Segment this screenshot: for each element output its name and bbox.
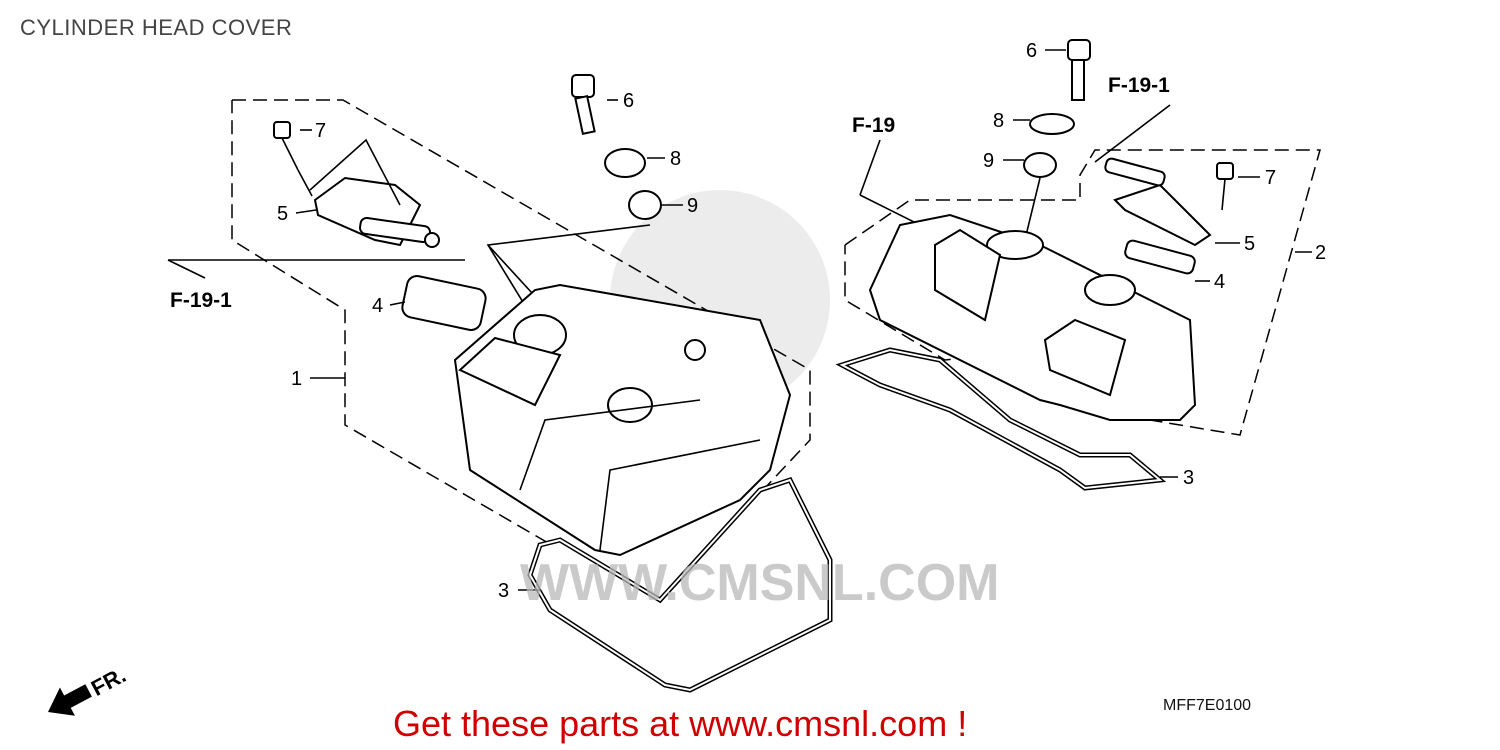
- breather-joint-right: [1113, 183, 1212, 247]
- left-assembly: 7 6 8 9 5 4 1 3 F-19-1: [167, 74, 833, 693]
- breather-joint-left: [313, 176, 440, 248]
- callout-7-left: 7: [315, 120, 326, 142]
- callout-9-right: 9: [983, 150, 994, 172]
- callout-5-right: 5: [1244, 233, 1255, 255]
- footer-link-text[interactable]: Get these parts at www.cmsnl.com !: [393, 703, 968, 744]
- reference-f-19-1-right: F-19-1: [1108, 74, 1170, 97]
- callout-1: 1: [291, 368, 302, 390]
- rubber-seal-9-left: [628, 190, 662, 220]
- bolt-6-right: [1067, 39, 1091, 101]
- bolt-6-left: [571, 74, 596, 136]
- callout-5-left: 5: [277, 203, 288, 225]
- packing-4-left: [401, 275, 487, 331]
- reference-f-19-1-left: F-19-1: [170, 289, 232, 312]
- callout-3-left: 3: [498, 580, 509, 602]
- callout-7-right: 7: [1265, 167, 1276, 189]
- bolt-7-left: [273, 121, 299, 171]
- rubber-seal-9-right: [1023, 152, 1057, 178]
- callout-3-right: 3: [1183, 467, 1194, 489]
- right-assembly: 6 8 9 7 5 2 4 3 F-19 F-19-1: [835, 39, 1326, 491]
- washer-8-right: [1029, 113, 1075, 135]
- washer-8-left: [604, 148, 646, 178]
- callout-6-right: 6: [1026, 40, 1037, 62]
- arrow-icon: [48, 684, 92, 716]
- bolt-7-right: [1216, 162, 1234, 211]
- watermark-logo: WWW.CMSNL.COM: [520, 554, 999, 612]
- callout-4-right: 4: [1214, 271, 1225, 293]
- packing-4-right: [1124, 239, 1196, 275]
- callout-4-left: 4: [372, 295, 383, 317]
- callout-8-right: 8: [993, 110, 1004, 132]
- callout-6-left: 6: [623, 90, 634, 112]
- diagram-title: CYLINDER HEAD COVER: [20, 15, 293, 40]
- front-direction-arrow: FR.: [48, 662, 130, 716]
- callout-9-left: 9: [687, 195, 698, 217]
- reference-f-19: F-19: [852, 114, 895, 137]
- svg-text:FR.: FR.: [87, 662, 130, 701]
- watermark-text: WWW.CMSNL.COM: [520, 554, 999, 612]
- callout-2: 2: [1315, 242, 1326, 264]
- callout-8-left: 8: [670, 148, 681, 170]
- diagram-code: MFF7E0100: [1163, 697, 1252, 714]
